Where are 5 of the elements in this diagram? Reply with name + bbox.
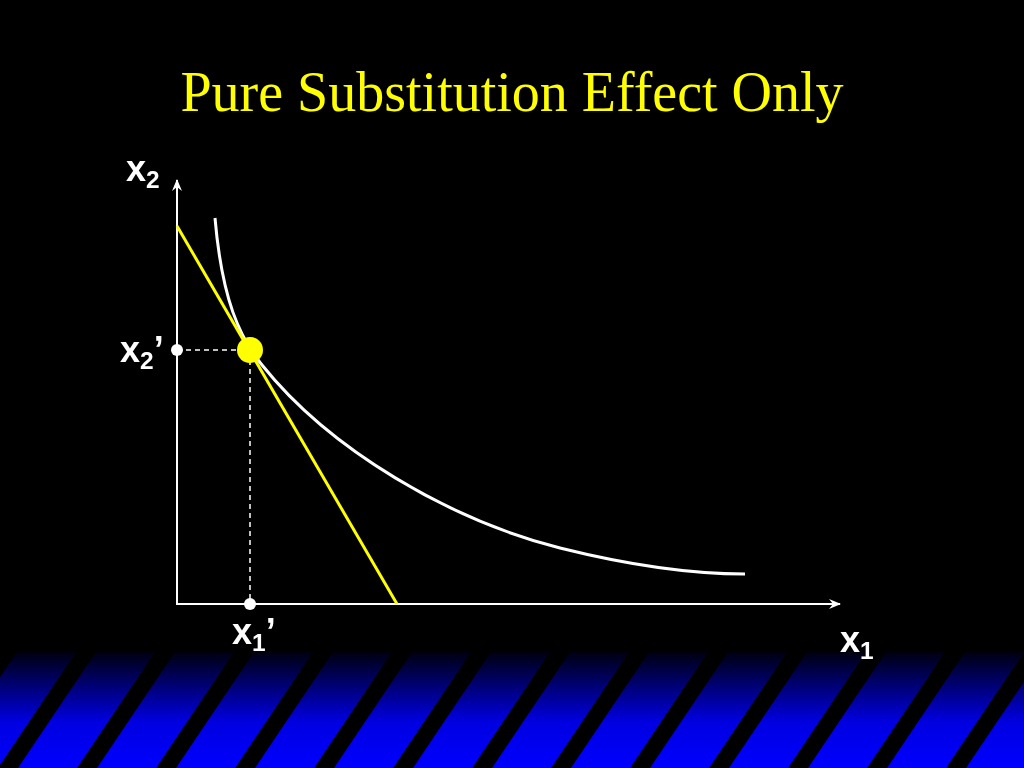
axis-label: x$_{2}$ <box>126 151 160 187</box>
axis-label: x$_{1}$ <box>840 622 874 658</box>
point-label: x$_{1}$’ <box>232 614 276 650</box>
slide-title: Pure Substitution Effect Only <box>179 62 845 124</box>
point-label: x$_{2}$’ <box>120 332 164 368</box>
